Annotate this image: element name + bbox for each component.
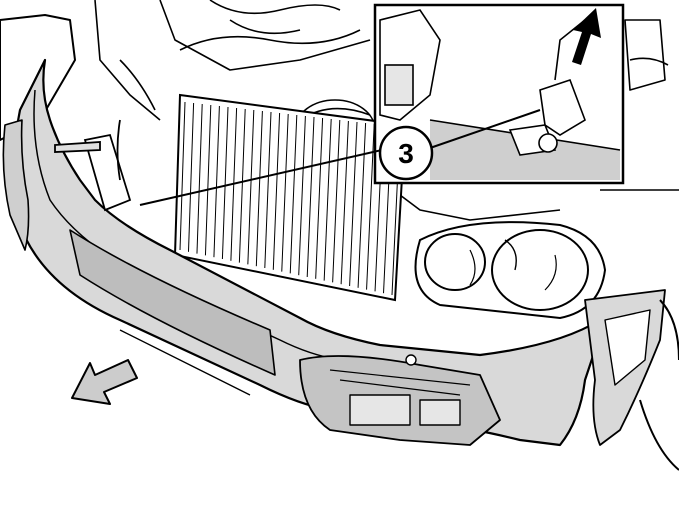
radiator-fin xyxy=(204,104,212,256)
radiator-fin xyxy=(315,117,324,279)
radiator-fin xyxy=(349,121,358,287)
callout-3: 3 xyxy=(378,125,434,181)
callout-circle xyxy=(378,125,434,181)
radiator-fin xyxy=(221,106,229,260)
radiator-fin xyxy=(179,101,186,251)
radiator-fin xyxy=(213,105,220,258)
radiator-fin xyxy=(264,111,272,269)
radiator-fin xyxy=(255,110,263,267)
radiator-fin xyxy=(289,114,298,274)
headlight xyxy=(414,221,607,320)
radiator-fin xyxy=(247,109,255,265)
front-bumper xyxy=(2,58,666,447)
radiator-fin xyxy=(272,112,281,270)
radiator-fin xyxy=(306,116,315,278)
radiator-fin xyxy=(281,113,289,272)
radiator-fin xyxy=(298,115,306,276)
radiator-fin xyxy=(187,102,195,252)
callout-label: 3 xyxy=(398,138,414,169)
arrow-up-icon xyxy=(572,8,601,65)
radiator xyxy=(173,93,407,302)
bumper-bracket xyxy=(54,119,132,212)
radiator-fin xyxy=(332,119,341,283)
radiator-fin xyxy=(196,103,203,254)
radiator-fin xyxy=(340,120,349,285)
leader-lines xyxy=(139,109,541,206)
radiator-fin xyxy=(357,122,367,288)
radiator-fin xyxy=(238,108,246,263)
arrow-down-left-icon xyxy=(71,359,138,405)
inset-detail xyxy=(373,3,625,185)
radiator-fin xyxy=(323,118,332,281)
